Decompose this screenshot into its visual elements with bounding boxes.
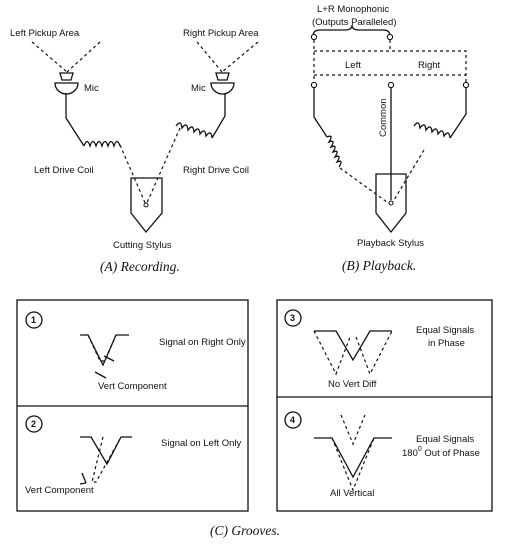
groove-3-sub: No Vert Diff xyxy=(328,379,377,390)
playback-panel: L+R Monophonic (Outputs Paralleled) Left… xyxy=(310,4,470,273)
monophonic-brace xyxy=(312,24,391,37)
grooves-caption: (C) Grooves. xyxy=(210,523,280,538)
playback-caption: (B) Playback. xyxy=(342,258,416,273)
groove-2-solid xyxy=(80,436,132,466)
playback-right-label: Right xyxy=(418,60,441,71)
cutting-stylus-label: Cutting Stylus xyxy=(113,240,172,251)
playback-left-coil-icon xyxy=(326,135,342,168)
groove-4-sub: All Vertical xyxy=(330,488,374,499)
right-drive-coil-icon xyxy=(175,122,213,139)
outputs-paralleled-label: (Outputs Paralleled) xyxy=(312,17,396,28)
groove-1-dashed xyxy=(87,334,117,362)
recording-caption: (A) Recording. xyxy=(100,259,180,274)
cutting-stylus-icon xyxy=(130,177,163,234)
groove-4-text-1: Equal Signals xyxy=(416,434,474,445)
groove-2-text: Signal on Left Only xyxy=(161,438,242,449)
groove-1-solid xyxy=(80,334,129,367)
groove-3-dashed xyxy=(313,330,393,376)
groove-3-solid xyxy=(314,330,392,362)
groove-3-number: 3 xyxy=(290,313,295,323)
playback-left-label: Left xyxy=(345,60,361,71)
groove-panel-1: 1 Signal on Right Only Vert Component xyxy=(25,311,246,392)
playback-right-wire xyxy=(449,88,467,139)
right-wire xyxy=(211,93,226,139)
grooves-right-box xyxy=(276,299,493,512)
groove-3-text-2: in Phase xyxy=(428,338,465,349)
left-drive-coil-label: Left Drive Coil xyxy=(34,165,94,176)
right-drive-coil-label: Right Drive Coil xyxy=(183,165,249,176)
left-drive-coil-icon xyxy=(83,140,121,149)
groove-1-number: 1 xyxy=(31,315,36,325)
left-mic-label: Mic xyxy=(84,83,99,94)
groove-1-sub: Vert Component xyxy=(98,381,167,392)
right-mic-icon xyxy=(210,72,235,95)
right-mic-label: Mic xyxy=(191,83,206,94)
playback-drive-axes xyxy=(339,149,425,206)
groove-4-number: 4 xyxy=(290,415,295,425)
left-pickup-area xyxy=(31,41,101,73)
monophonic-label: L+R Monophonic xyxy=(317,4,389,15)
groove-1-text: Signal on Right Only xyxy=(159,337,246,348)
playback-right-coil-icon xyxy=(413,122,451,139)
groove-panel-4: 4 Equal Signals 1800 Out of Phase All Ve… xyxy=(284,411,480,499)
groove-panel-3: 3 Equal Signals in Phase No Vert Diff xyxy=(284,309,474,390)
playback-stylus-icon xyxy=(375,173,407,234)
grooves-panel: 1 Signal on Right Only Vert Component 2 … xyxy=(16,299,493,538)
groove-2-dashed xyxy=(91,436,122,483)
left-wire xyxy=(65,93,85,147)
playback-output-frame xyxy=(313,40,467,85)
groove-4-solid xyxy=(314,437,392,479)
groove-2-number: 2 xyxy=(31,419,36,429)
common-label: Common xyxy=(378,98,389,137)
groove-4-text-2: 1800 Out of Phase xyxy=(402,446,480,459)
right-pickup-label: Right Pickup Area xyxy=(183,28,259,39)
groove-3-text-1: Equal Signals xyxy=(416,325,474,336)
left-mic-icon xyxy=(54,72,79,95)
recording-panel: Left Pickup Area Right Pickup Area Mic M… xyxy=(10,28,259,274)
groove-4-dashed xyxy=(331,414,375,492)
right-pickup-area xyxy=(196,41,259,73)
left-pickup-label: Left Pickup Area xyxy=(10,28,80,39)
playback-stylus-label: Playback Stylus xyxy=(357,238,424,249)
recording-drive-axes xyxy=(119,127,181,206)
groove-panel-2: 2 Signal on Left Only Vert Component xyxy=(25,415,242,496)
groove-2-sub: Vert Component xyxy=(25,485,94,496)
playback-left-wire xyxy=(313,88,328,138)
